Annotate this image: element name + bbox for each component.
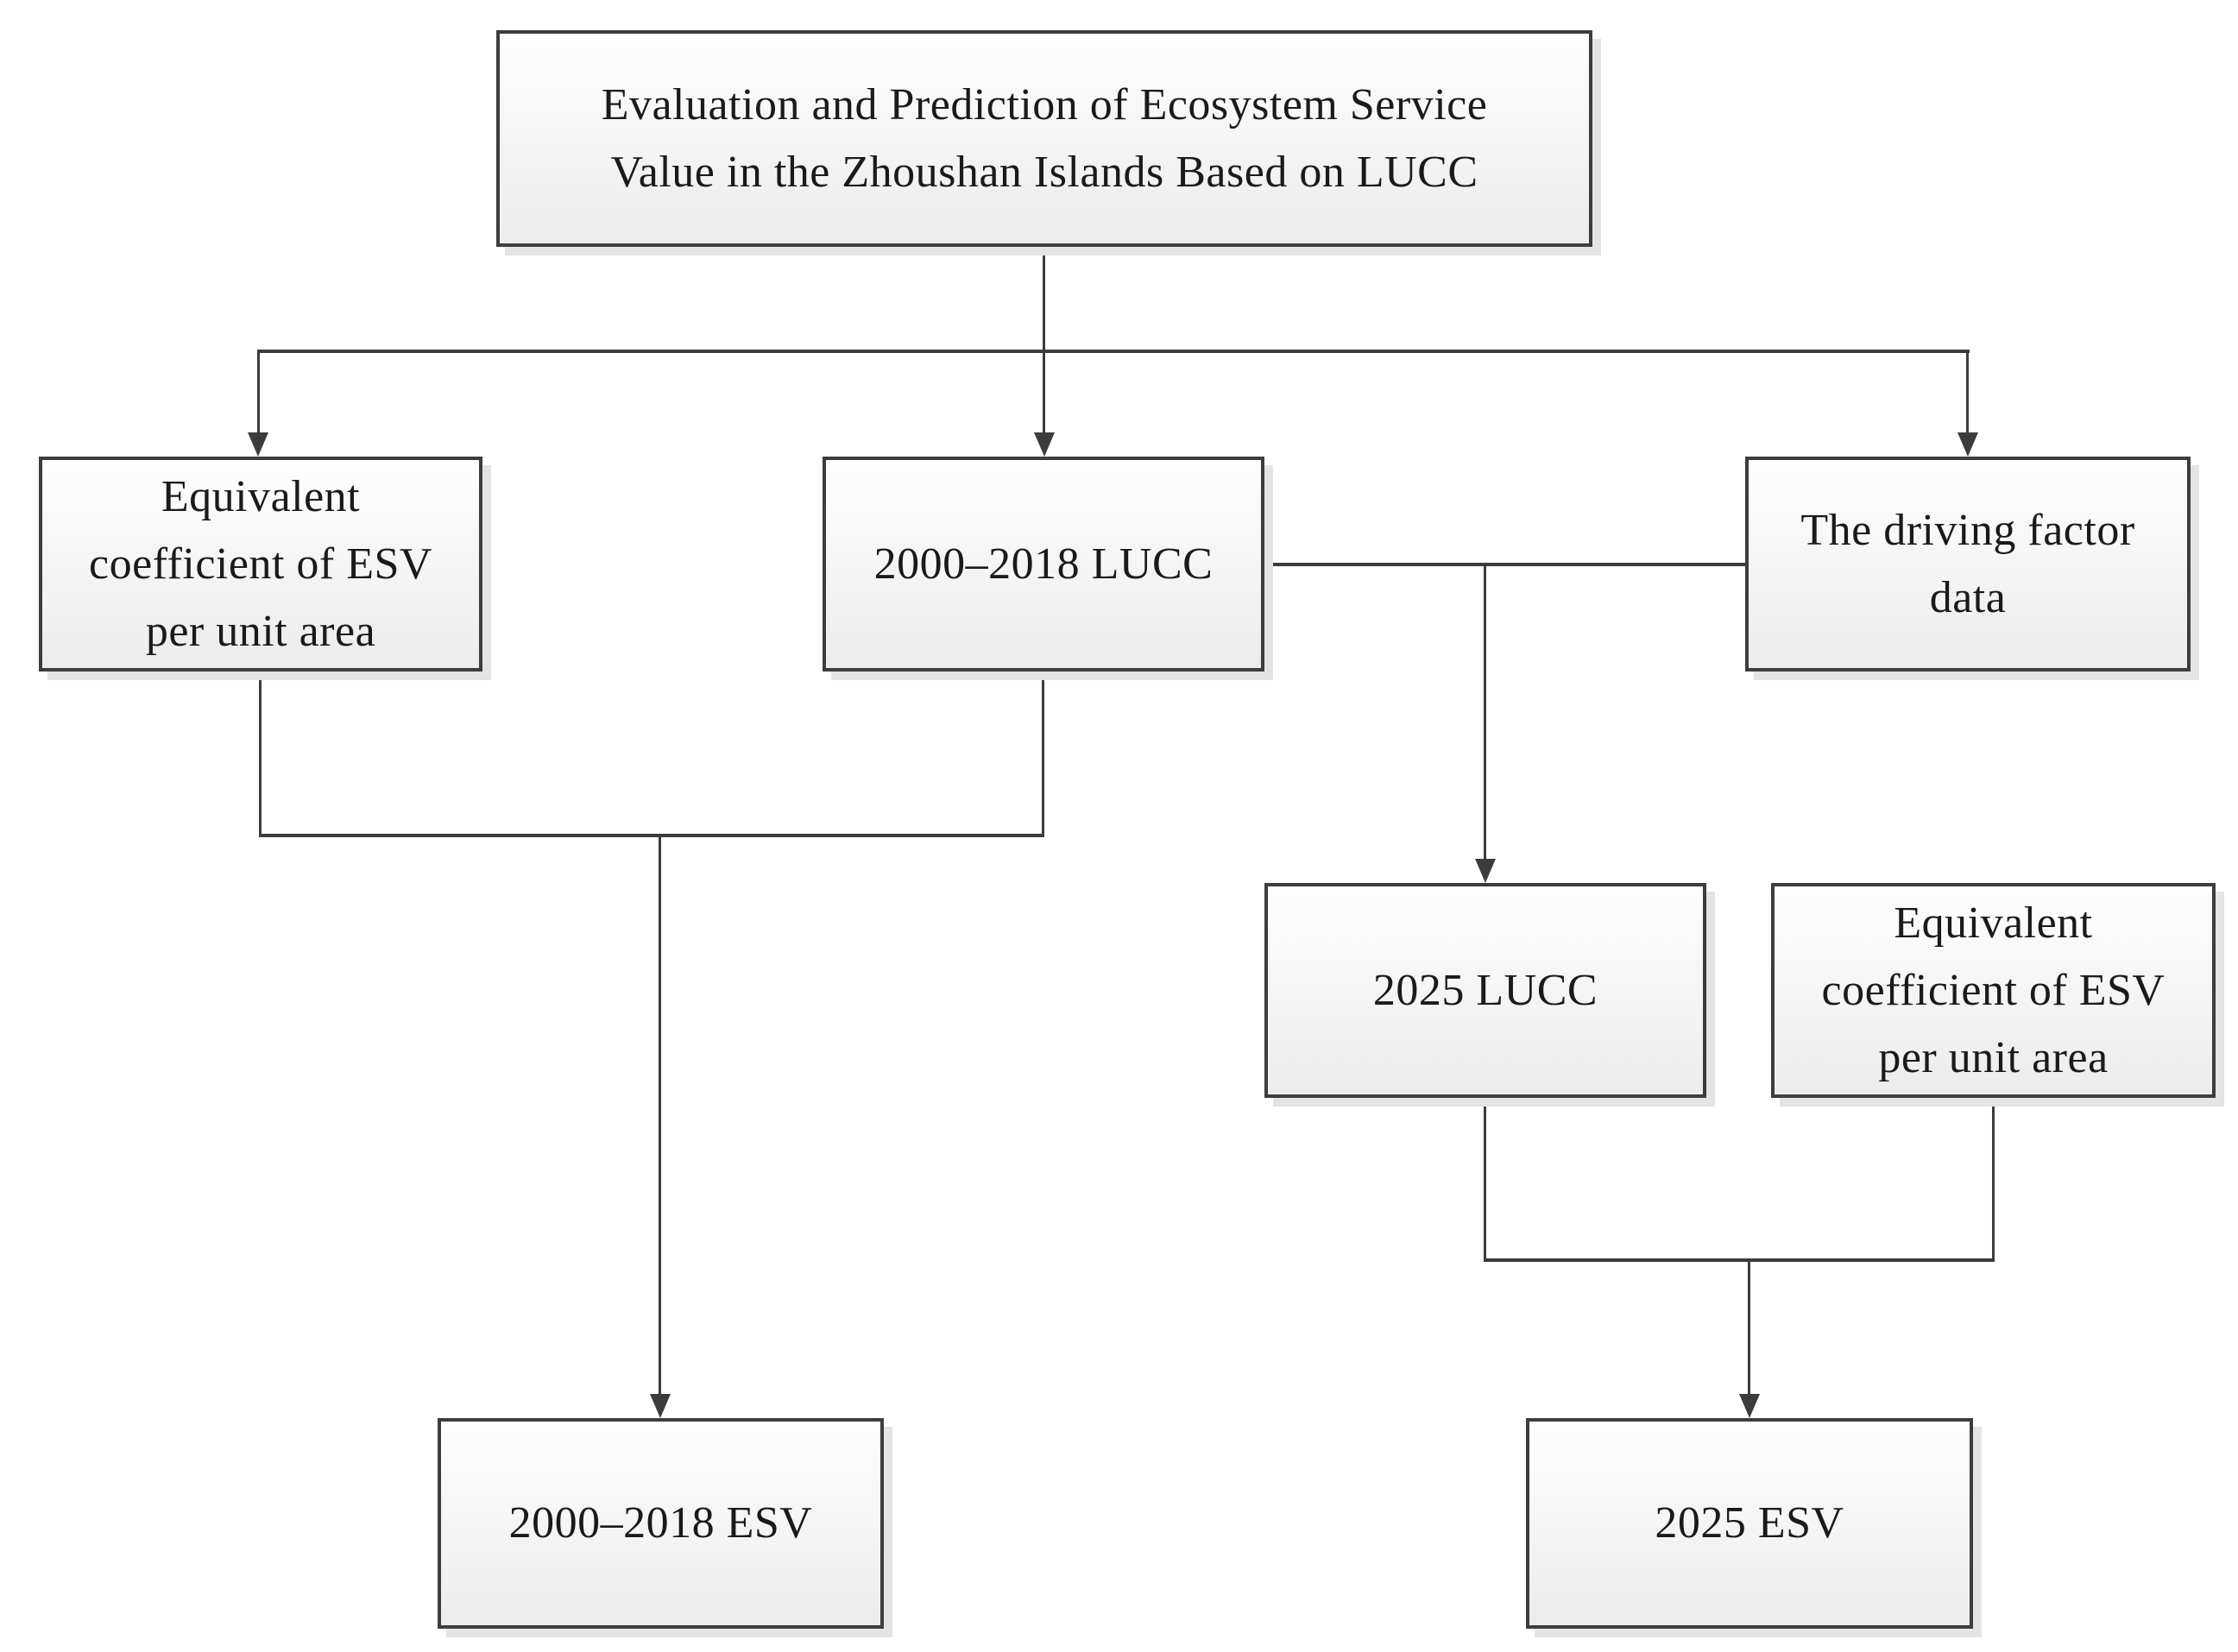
node-label-line: per unit area bbox=[1878, 1032, 2109, 1082]
node-title-line: Value in the Zhoushan Islands Based on L… bbox=[610, 147, 1478, 197]
node-label-line: coefficient of ESV bbox=[89, 539, 432, 589]
connector-equiv-left-down bbox=[259, 672, 262, 836]
node-label-line: per unit area bbox=[145, 606, 376, 656]
connector-drop-to-lucc-2000 bbox=[1043, 350, 1045, 434]
node-label-line: 2000–2018 ESV bbox=[508, 1498, 813, 1548]
node-label-line: Equivalent bbox=[161, 471, 361, 521]
connector-merge-left-horizontal bbox=[259, 834, 1044, 837]
arrowhead-to-lucc-2025 bbox=[1475, 859, 1496, 883]
connector-branch-to-lucc-2025 bbox=[1484, 563, 1486, 861]
node-title-line: Evaluation and Prediction of Ecosystem S… bbox=[601, 79, 1488, 129]
connector-title-down bbox=[1043, 247, 1045, 351]
connector-distribution-horizontal bbox=[257, 350, 1970, 353]
connector-drop-to-driving-factor bbox=[1966, 350, 1969, 434]
arrowhead-to-equiv-left bbox=[248, 432, 268, 457]
node-2025-esv: 2025 ESV bbox=[1526, 1418, 1973, 1629]
node-label-line: The driving factor bbox=[1800, 505, 2135, 555]
connector-lucc-to-driving-horizontal bbox=[1264, 563, 1745, 566]
node-2000-2018-lucc: 2000–2018 LUCC bbox=[823, 457, 1264, 672]
connector-drop-to-esv-2000 bbox=[659, 834, 661, 1396]
arrowhead-to-esv-2000 bbox=[650, 1394, 671, 1418]
node-driving-factor-data: The driving factor data bbox=[1745, 457, 2191, 672]
node-2025-lucc: 2025 LUCC bbox=[1264, 883, 1706, 1098]
connector-drop-to-esv-2025 bbox=[1748, 1258, 1750, 1396]
node-equivalent-coefficient-right: Equivalent coefficient of ESV per unit a… bbox=[1771, 883, 2216, 1098]
arrowhead-to-driving-factor bbox=[1957, 432, 1978, 457]
connector-drop-to-equiv-left bbox=[257, 350, 260, 434]
connector-merge-right-horizontal bbox=[1484, 1258, 1995, 1262]
arrowhead-to-lucc-2000 bbox=[1034, 432, 1055, 457]
node-label-line: 2025 ESV bbox=[1655, 1498, 1844, 1548]
node-label-line: 2025 LUCC bbox=[1372, 965, 1598, 1015]
connector-lucc-2000-down bbox=[1042, 672, 1044, 836]
node-label-line: Equivalent bbox=[1894, 898, 2093, 948]
node-2000-2018-esv: 2000–2018 ESV bbox=[438, 1418, 884, 1629]
node-label-line: data bbox=[1929, 572, 2007, 622]
arrowhead-to-esv-2025 bbox=[1739, 1394, 1760, 1418]
connector-equiv-right-down bbox=[1992, 1098, 1995, 1261]
node-label-line: coefficient of ESV bbox=[1821, 965, 2166, 1015]
node-equivalent-coefficient-left: Equivalent coefficient of ESV per unit a… bbox=[39, 457, 482, 672]
node-label-line: 2000–2018 LUCC bbox=[873, 539, 1214, 589]
node-title: Evaluation and Prediction of Ecosystem S… bbox=[496, 30, 1592, 247]
connector-lucc-2025-down bbox=[1484, 1098, 1486, 1261]
